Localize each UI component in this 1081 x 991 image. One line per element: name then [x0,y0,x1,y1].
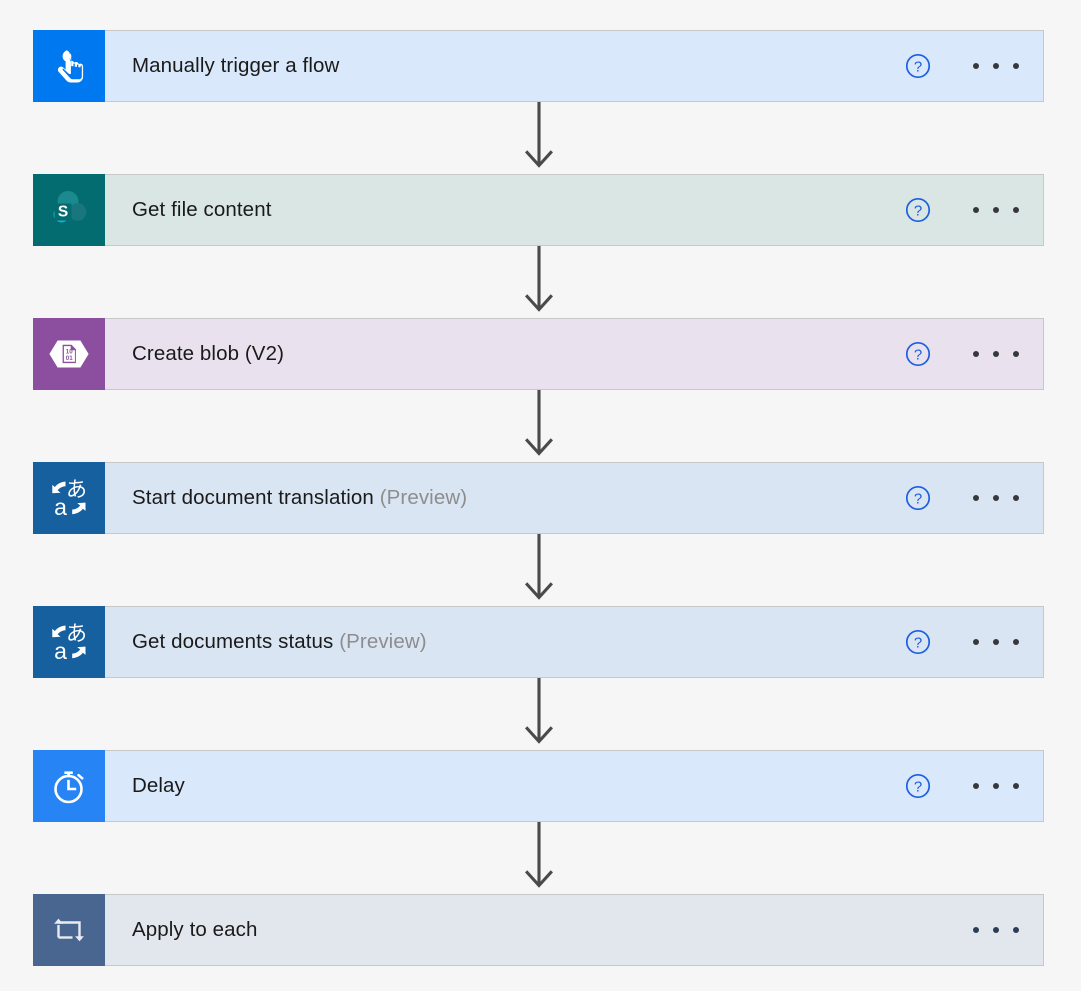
overflow-menu-icon[interactable] [973,351,1019,357]
flow-step-title-text: Delay [132,774,185,797]
flow-step-title-text: Apply to each [132,918,258,941]
flow-connector-arrow [521,534,557,606]
flow-step-title: Get file content [105,198,905,222]
loop-icon [33,894,105,966]
help-icon-placeholder [905,917,931,943]
svg-text:あ: あ [66,622,87,646]
help-icon[interactable]: ? [905,485,931,511]
flow-step-title-text: Start document translation [132,486,374,509]
svg-text:10: 10 [66,349,73,356]
flow-step-title: Delay [105,774,905,798]
flow-step-title-text: Create blob (V2) [132,342,285,365]
preview-badge: (Preview) [339,630,427,653]
flow-step-title: Manually trigger a flow [105,54,905,78]
overflow-menu-icon[interactable] [973,207,1019,213]
flow-step-card-get-file-content[interactable]: S Get file content? [33,174,1044,246]
flow-connector-arrow [521,102,557,174]
sharepoint-icon: S [33,174,105,246]
flow-connector-arrow [521,678,557,750]
svg-text:?: ? [914,779,922,796]
overflow-menu-icon[interactable] [973,63,1019,69]
flow-connector-arrow [521,390,557,462]
svg-text:?: ? [914,491,922,508]
flow-step-card-apply-to-each[interactable]: Apply to each [33,894,1044,966]
help-icon[interactable]: ? [905,629,931,655]
flow-step-title: Get documents status (Preview) [105,630,905,654]
flow-connector-arrow [521,822,557,894]
manual-trigger-icon [33,30,105,102]
flow-step-title-text: Manually trigger a flow [132,54,340,77]
preview-badge: (Preview) [379,486,468,509]
help-icon[interactable]: ? [905,773,931,799]
help-icon[interactable]: ? [905,197,931,223]
svg-text:S: S [58,203,68,220]
svg-text:?: ? [914,347,922,364]
svg-text:a: a [54,638,67,664]
svg-text:a: a [54,494,67,520]
svg-text:?: ? [914,203,922,220]
flow-step-title: Create blob (V2) [105,342,905,366]
flow-step-title-text: Get documents status [132,630,334,653]
overflow-menu-icon[interactable] [973,927,1019,933]
help-icon[interactable]: ? [905,341,931,367]
flow-step-card-manually-trigger-a-flow[interactable]: Manually trigger a flow? [33,30,1044,102]
overflow-menu-icon[interactable] [973,783,1019,789]
flow-step-title: Apply to each [105,918,905,942]
flow-step-title: Start document translation (Preview) [105,486,905,510]
svg-text:あ: あ [66,478,87,502]
svg-text:01: 01 [66,355,73,362]
flow-connector-arrow [521,246,557,318]
flow-step-title-text: Get file content [132,198,272,221]
stopwatch-icon [33,750,105,822]
overflow-menu-icon[interactable] [973,495,1019,501]
svg-text:?: ? [914,635,922,652]
flow-step-card-delay[interactable]: Delay? [33,750,1044,822]
overflow-menu-icon[interactable] [973,639,1019,645]
svg-text:?: ? [914,59,922,76]
help-icon[interactable]: ? [905,53,931,79]
